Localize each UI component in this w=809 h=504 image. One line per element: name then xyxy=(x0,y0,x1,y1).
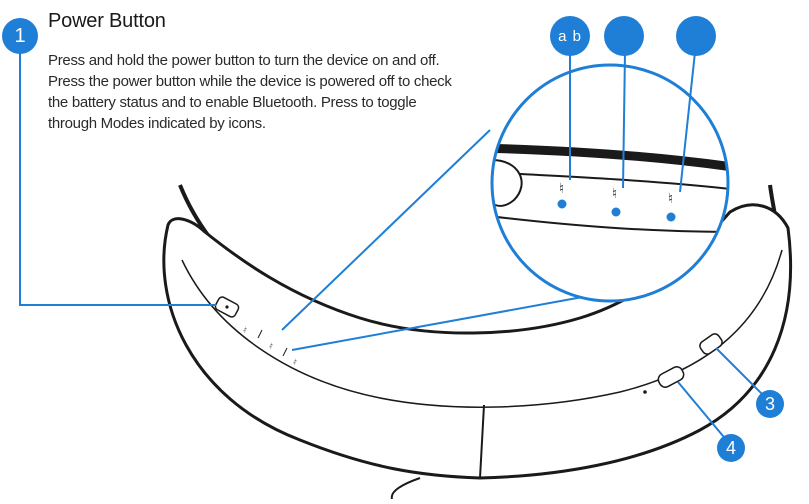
zoom-icon-a: ♮ xyxy=(559,180,564,196)
zoom-circle-fill xyxy=(492,65,728,301)
power-button-dot xyxy=(225,305,229,309)
device-bottom-edge xyxy=(390,477,421,500)
zoom-led-a xyxy=(557,199,567,209)
callout-3: 3 xyxy=(756,390,784,418)
zoom-circle-border xyxy=(490,63,730,303)
side-button xyxy=(699,333,723,355)
callout-1: 1 xyxy=(2,18,38,54)
power-button-title: Power Button xyxy=(48,10,166,32)
mode-divider-b xyxy=(282,347,288,357)
leader-power xyxy=(19,36,216,306)
device-stem xyxy=(479,404,485,479)
zoom-band-bottom xyxy=(492,214,728,233)
mode-icon-c: ♮ xyxy=(291,357,299,367)
power-button-description: Press and hold the power button to turn … xyxy=(48,52,452,132)
zoom-led-b xyxy=(611,207,621,217)
mode-badge-a-b: a b xyxy=(550,16,590,56)
center-button xyxy=(657,366,685,388)
zoom-band-top xyxy=(492,143,728,173)
leader-zoom-bottom xyxy=(291,291,611,351)
mode-icon-b: ♮ xyxy=(267,341,275,351)
center-button-dot xyxy=(643,390,647,394)
callout-4: 4 xyxy=(717,434,745,462)
mode-icon-a: ♮ xyxy=(241,325,249,335)
zoom-led-c xyxy=(666,212,676,222)
leader-zoom-top xyxy=(281,129,491,331)
device-shell xyxy=(162,203,793,480)
zoom-icon-b: ♮ xyxy=(612,185,617,201)
mode-divider-a xyxy=(257,329,263,339)
mode-badge-3 xyxy=(676,16,716,56)
zoom-icon-c: ♮ xyxy=(668,190,673,206)
mode-badge-2 xyxy=(604,16,644,56)
leader-button-3 xyxy=(715,347,767,399)
leader-badge-b xyxy=(622,51,626,189)
leader-button-4 xyxy=(677,381,729,443)
leader-badge-c xyxy=(679,51,696,193)
